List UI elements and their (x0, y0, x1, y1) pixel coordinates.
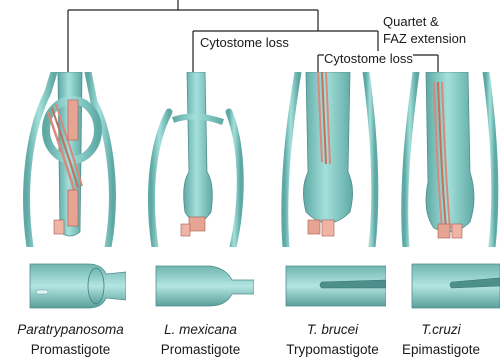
event-label-cytostome-loss-2: Cytostome loss (324, 51, 413, 66)
caption-leishmania-stage: Promastigote (138, 342, 263, 357)
event-label-faz: FAZ extension (383, 31, 466, 46)
caption-tcruzi-stage: Epimastigote (388, 342, 494, 357)
caption-tbrucei-name: T. brucei (270, 322, 395, 337)
caption-leishmania-name: L. mexicana (138, 322, 263, 337)
leishmania-detail (150, 260, 254, 310)
caption-tbrucei-stage: Trypomastigote (270, 342, 395, 357)
event-label-cytostome-loss-1: Cytostome loss (200, 35, 289, 50)
paratrypanosoma-detail (22, 260, 126, 310)
paratrypanosoma-model (18, 72, 122, 247)
tcruzi-detail (402, 260, 500, 310)
tcruzi-model (398, 72, 500, 247)
tbrucei-model (278, 72, 382, 247)
tbrucei-detail (282, 260, 386, 310)
event-label-quartet: Quartet & (383, 14, 439, 29)
caption-tcruzi-name: T.cruzi (388, 322, 494, 337)
caption-paratrypanosoma-name: Paratrypanosoma (8, 322, 133, 337)
leishmania-model (145, 72, 249, 247)
caption-paratrypanosoma-stage: Promastigote (8, 342, 133, 357)
